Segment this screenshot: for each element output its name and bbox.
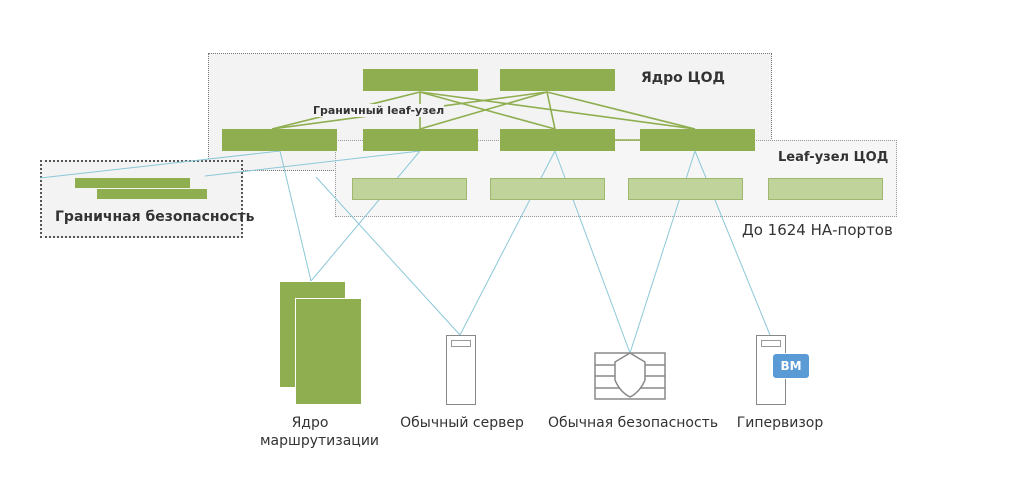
link-green: [419, 91, 696, 130]
vm-badge: ВМ: [772, 353, 810, 379]
ports-note: До 1624 НА-портов: [742, 221, 893, 239]
spine-switch: [640, 129, 755, 151]
core-switch: [363, 69, 478, 91]
chassis-router-icon: [295, 298, 362, 405]
spine-switch: [500, 129, 615, 151]
leaf-switch: [768, 178, 883, 200]
edge-firewall-icon: [97, 189, 207, 199]
core-group-title: Ядро ЦОД: [641, 70, 725, 86]
link-blue: [315, 176, 461, 336]
hypervisor-label: Гипервизор: [736, 415, 824, 431]
routing-core-label-1: Ядро: [291, 415, 329, 431]
border-leaf-switch: [222, 129, 337, 151]
routing-core-label-2: маршрутизации: [260, 433, 380, 449]
server-icon: [446, 335, 476, 405]
link-green: [419, 91, 548, 130]
edge-security-title: Граничная безопасность: [55, 209, 255, 225]
link-green: [546, 91, 696, 130]
spine-switch: [363, 129, 478, 151]
link-blue: [204, 150, 421, 177]
server-label: Обычный сервер: [400, 415, 524, 431]
leaf-group-title: Leaf-узел ЦОД: [778, 150, 889, 165]
link-blue: [39, 150, 281, 179]
link-green: [546, 91, 556, 130]
border-leaf-label: Граничный leaf-узел: [313, 104, 445, 117]
firewall-icon: [594, 352, 666, 400]
leaf-switch: [628, 178, 743, 200]
edge-security-box: [40, 160, 243, 238]
security-label: Обычная безопасность: [548, 415, 719, 431]
link-blue: [279, 150, 312, 282]
leaf-switch: [352, 178, 467, 200]
leaf-switch: [490, 178, 605, 200]
core-switch: [500, 69, 615, 91]
link-blue: [310, 150, 421, 282]
link-green: [419, 91, 556, 130]
edge-firewall-icon: [75, 178, 190, 188]
